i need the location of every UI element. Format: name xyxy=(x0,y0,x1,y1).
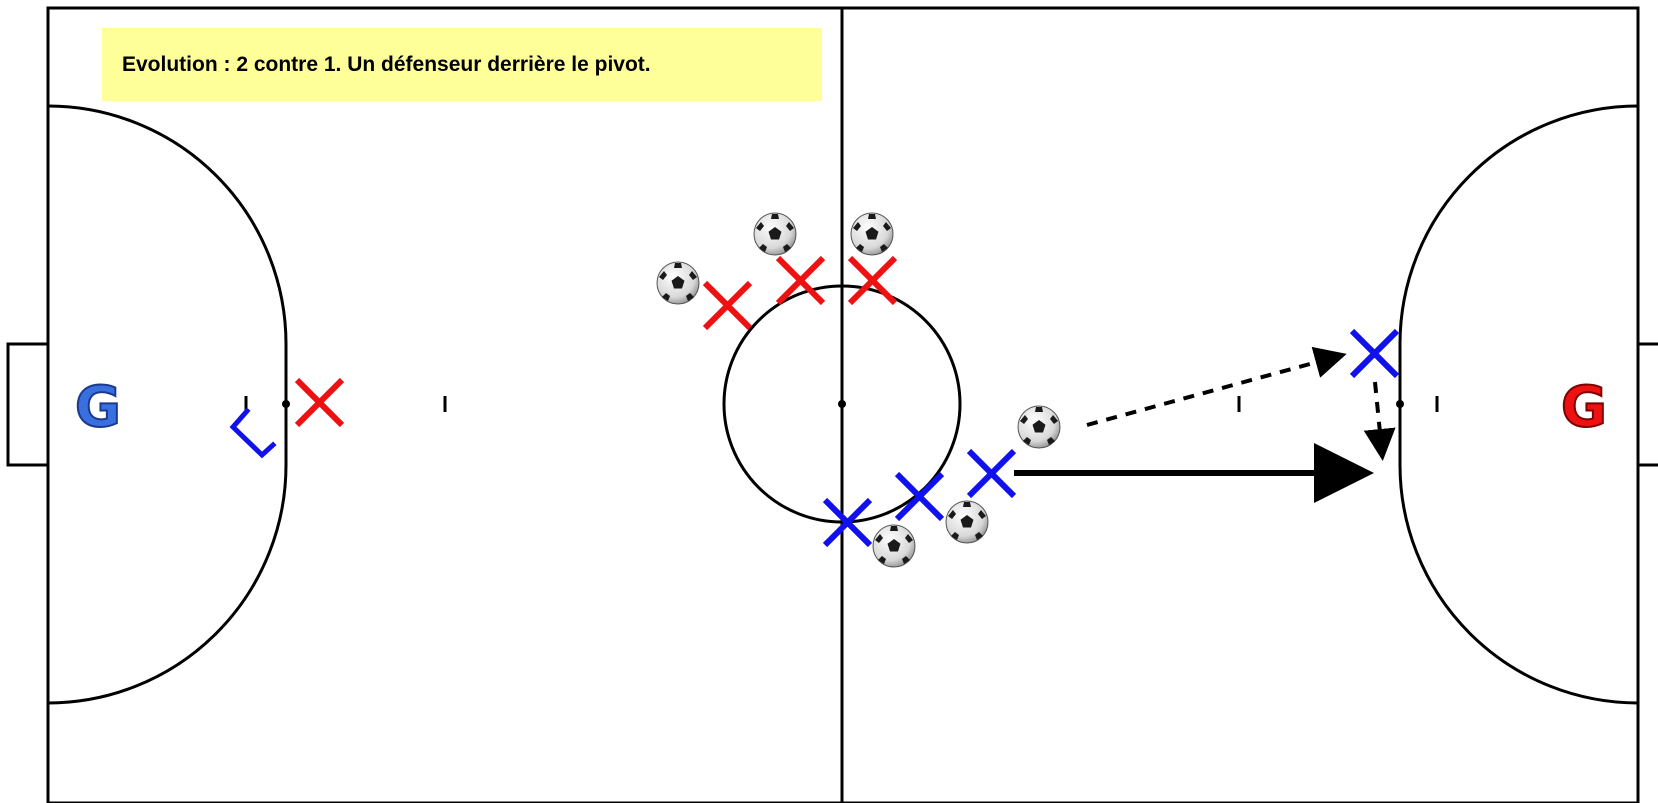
soccer-ball-icon xyxy=(1017,405,1061,449)
red-player-pivot xyxy=(294,377,345,428)
defender-marker xyxy=(229,407,277,459)
blue-player-3 xyxy=(966,448,1017,499)
red-player-2 xyxy=(775,255,826,306)
red-player-3 xyxy=(847,255,898,306)
soccer-ball-icon xyxy=(872,524,916,568)
soccer-ball-icon xyxy=(945,500,989,544)
center-circle xyxy=(722,284,962,524)
red-player-1 xyxy=(702,280,753,331)
right-penalty-spot xyxy=(1396,400,1404,408)
blue-player-2 xyxy=(894,471,945,522)
exercise-caption-box: Evolution : 2 contre 1. Un défenseur der… xyxy=(102,28,822,101)
soccer-ball-icon xyxy=(850,212,894,256)
left-goalkeeper-letter: G xyxy=(75,375,121,440)
exercise-caption: Evolution : 2 contre 1. Un défenseur der… xyxy=(122,52,651,76)
soccer-ball-icon xyxy=(753,212,797,256)
center-spot xyxy=(838,400,846,408)
left-penalty-spot xyxy=(282,400,290,408)
pass-arrow xyxy=(1086,346,1347,427)
right-goalkeeper-letter: G xyxy=(1561,375,1607,440)
left-goal xyxy=(6,342,50,467)
blue-player-target xyxy=(1349,328,1400,379)
right-goal xyxy=(1636,342,1658,467)
blue-player-1 xyxy=(822,497,873,548)
soccer-ball-icon xyxy=(656,261,700,305)
